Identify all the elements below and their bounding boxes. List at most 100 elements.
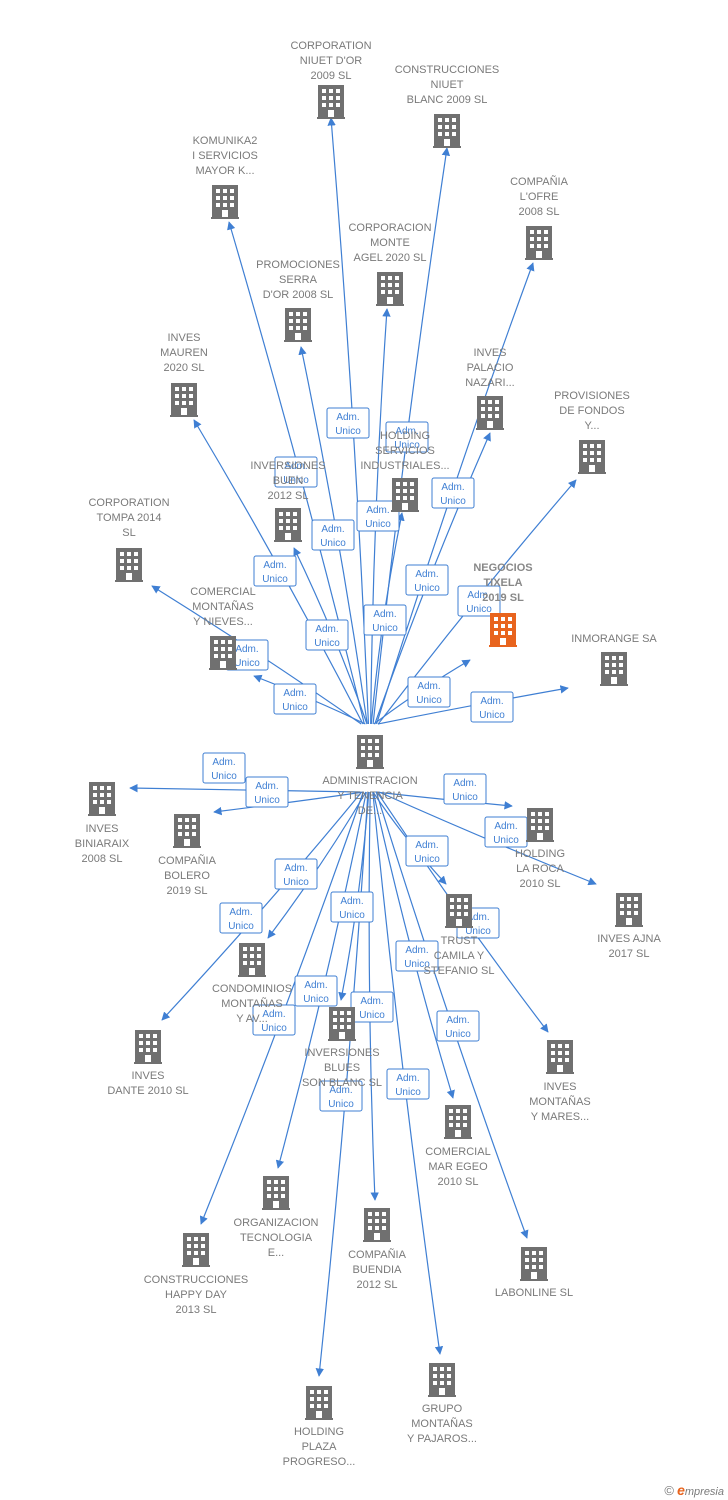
role-badge[interactable]: Adm.Unico	[274, 456, 318, 488]
role-badge[interactable]: Adm.Unico	[407, 676, 451, 708]
role-badge[interactable]: Adm.Unico	[470, 691, 514, 723]
role-badge-box	[385, 421, 429, 453]
company-label: 2012 SL	[357, 1279, 398, 1291]
role-badge-text: Adm.	[446, 1015, 469, 1026]
role-badge[interactable]: Adm.Unico	[356, 500, 400, 532]
role-badge[interactable]: Adm.Unico	[305, 619, 349, 651]
role-badge-text: Adm.	[336, 412, 359, 423]
role-badge[interactable]: Adm. Unico	[253, 555, 297, 587]
company-label: INVES	[131, 1070, 164, 1082]
role-badge-text: Unico	[283, 877, 309, 888]
edge-n21	[267, 791, 367, 939]
company-node-n26[interactable]: ORGANIZACIONTECNOLOGIAE...	[234, 1176, 319, 1259]
role-badge-text: Adm.	[263, 560, 286, 571]
role-badge[interactable]: Adm.Unico	[386, 1068, 430, 1100]
role-badge-box	[363, 604, 407, 636]
role-badge-text: Adm.	[229, 907, 252, 918]
company-label: INVERSIONES	[250, 460, 325, 472]
company-node-n30[interactable]: HOLDINGPLAZAPROGRESO...	[283, 1386, 356, 1468]
role-badge-text: Unico	[262, 574, 288, 585]
role-badge-text: Adm.	[262, 1009, 285, 1020]
company-node-n8[interactable]: INVESPALACIONAZARI...	[465, 347, 515, 430]
brand-logo-text: mpresia	[684, 1486, 724, 1498]
role-badge[interactable]: Adm.Unico	[294, 975, 338, 1007]
role-badge[interactable]: Adm.Unico	[443, 773, 487, 805]
edge-n17	[213, 791, 364, 816]
building-icon	[173, 814, 201, 848]
role-badge-box	[253, 555, 297, 587]
role-badge[interactable]: Adm.Unico	[484, 816, 528, 848]
role-badge[interactable]: Adm.Unico	[457, 585, 501, 617]
company-label: COMERCIAL	[425, 1146, 490, 1158]
role-badge[interactable]: Adm.Unico	[311, 519, 355, 551]
company-label: INDUSTRIALES...	[360, 460, 449, 472]
role-badge[interactable]: Adm.Unico	[273, 683, 317, 715]
role-badge[interactable]: Adm.Unico	[350, 991, 394, 1023]
role-badge[interactable]: Adm.Unico	[274, 858, 318, 890]
role-badge-box	[294, 975, 338, 1007]
role-badge[interactable]: Adm.Unico	[330, 891, 374, 923]
company-label: BINIARAIX	[75, 838, 130, 850]
role-badge[interactable]: Adm.Unico	[405, 835, 449, 867]
role-badge-text: Unico	[283, 475, 309, 486]
role-badge-box	[326, 407, 370, 439]
role-badge[interactable]: Adm.Unico	[319, 1080, 363, 1112]
company-label: AGEL 2020 SL	[354, 252, 427, 264]
role-badge-box	[386, 1068, 430, 1100]
company-label: MONTAÑAS	[221, 997, 283, 1010]
role-badge[interactable]: Adm.Unico	[431, 477, 475, 509]
company-label: NEGOCIOS	[473, 562, 532, 574]
role-badge-text: Unico	[254, 795, 280, 806]
role-badge[interactable]: Adm.Unico	[219, 902, 263, 934]
company-node-n15[interactable]: INMORANGE SA	[571, 633, 657, 686]
building-icon	[520, 1247, 548, 1281]
company-node-n10[interactable]: HOLDINGSERVICIOSINDUSTRIALES...	[360, 430, 450, 512]
role-badge[interactable]: Adm.Unico	[252, 1004, 296, 1036]
role-badge[interactable]: Adm.Unico	[385, 421, 429, 453]
company-label: PROMOCIONES	[256, 259, 340, 271]
role-badge[interactable]: Adm.Unico	[395, 940, 439, 972]
role-badge[interactable]: Adm.Unico	[202, 752, 246, 784]
role-badge-text: Unico	[314, 638, 340, 649]
role-badge-box	[436, 1010, 480, 1042]
role-badge[interactable]: Adm.Unico	[405, 564, 449, 596]
role-badge[interactable]: Adm.Unico	[245, 776, 289, 808]
role-badge[interactable]: Adm.Unico	[436, 1010, 480, 1042]
role-badge[interactable]: Adm.Unico	[363, 604, 407, 636]
role-badge[interactable]: Adm.Unico	[326, 407, 370, 439]
role-badge-box	[356, 500, 400, 532]
role-badge-text: Adm.	[360, 996, 383, 1007]
building-icon	[274, 508, 302, 542]
building-icon	[600, 652, 628, 686]
company-label: NAZARI...	[465, 377, 515, 389]
company-label: 2017 SL	[609, 948, 650, 960]
company-node-n29[interactable]: LABONLINE SL	[495, 1247, 573, 1299]
building-icon	[209, 636, 237, 670]
